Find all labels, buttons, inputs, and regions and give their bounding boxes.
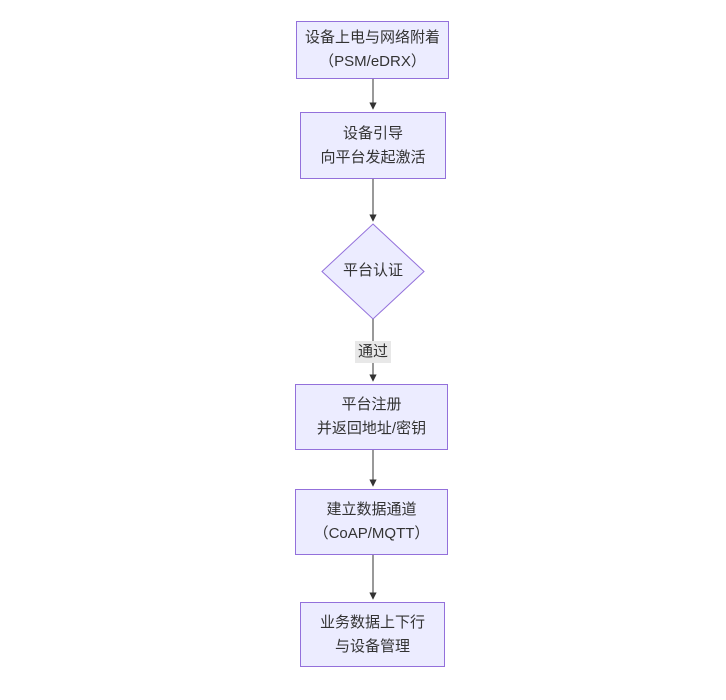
node-power-attach: 设备上电与网络附着 （PSM/eDRX）: [296, 21, 449, 79]
node-platform-auth-label: 平台认证: [342, 262, 404, 279]
node-bootstrap-line2: 向平台发起激活: [320, 148, 426, 166]
node-register-line2: 并返回地址/密钥: [316, 420, 427, 437]
node-business-data: 业务数据上下行 与设备管理: [300, 602, 445, 667]
edge-label-pass: 通过: [354, 341, 392, 363]
node-register-line1: 平台注册: [341, 396, 402, 413]
node-data-channel-line2: （CoAP/MQTT）: [313, 525, 430, 542]
node-power-attach-line1: 设备上电与网络附着: [304, 29, 440, 46]
node-business-data-line2: 与设备管理: [334, 637, 410, 655]
node-power-attach-line2: （PSM/eDRX）: [319, 53, 426, 70]
node-bootstrap: 设备引导 向平台发起激活: [300, 112, 446, 179]
node-register: 平台注册 并返回地址/密钥: [295, 384, 448, 450]
node-bootstrap-line1: 设备引导: [342, 124, 403, 142]
node-data-channel: 建立数据通道 （CoAP/MQTT）: [295, 489, 448, 555]
node-business-data-line1: 业务数据上下行: [319, 613, 425, 631]
node-data-channel-line1: 建立数据通道: [326, 501, 417, 518]
